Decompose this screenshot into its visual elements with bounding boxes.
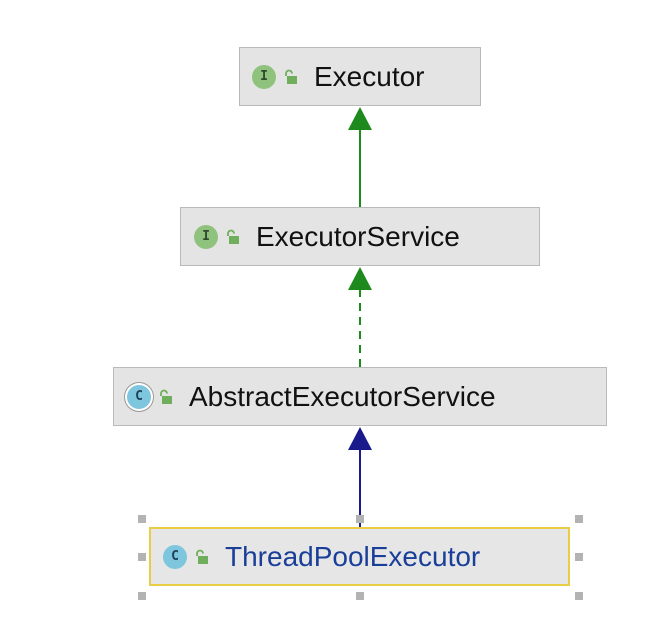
arrowhead-executor xyxy=(348,107,372,130)
node-label: ExecutorService xyxy=(256,220,460,252)
node-label: ThreadPoolExecutor xyxy=(225,540,481,572)
unlock-icon xyxy=(227,229,239,244)
resize-handle-middle-right[interactable] xyxy=(575,553,583,561)
resize-handle-bottom-left[interactable] xyxy=(138,592,146,600)
node-abstractexecutorservice[interactable]: C AbstractExecutorService xyxy=(113,367,607,426)
unlock-icon xyxy=(160,389,172,404)
node-threadpoolexecutor[interactable]: C ThreadPoolExecutor xyxy=(149,527,570,586)
interface-icon: I xyxy=(252,64,276,89)
arrowhead-abstract xyxy=(348,427,372,450)
abstract-class-icon: C xyxy=(127,384,151,409)
class-icon: C xyxy=(163,544,187,569)
resize-handle-bottom-right[interactable] xyxy=(575,592,583,600)
node-executor[interactable]: I Executor xyxy=(239,47,481,106)
unlock-icon xyxy=(285,69,297,84)
resize-handle-top-center[interactable] xyxy=(356,515,364,523)
resize-handle-middle-left[interactable] xyxy=(138,553,146,561)
interface-icon: I xyxy=(194,224,218,249)
node-label: AbstractExecutorService xyxy=(189,380,496,412)
arrowhead-executorservice xyxy=(348,267,372,290)
node-label: Executor xyxy=(314,60,425,92)
unlock-icon xyxy=(196,549,208,564)
node-executorservice[interactable]: I ExecutorService xyxy=(180,207,540,266)
resize-handle-top-left[interactable] xyxy=(138,515,146,523)
resize-handle-top-right[interactable] xyxy=(575,515,583,523)
resize-handle-bottom-center[interactable] xyxy=(356,592,364,600)
